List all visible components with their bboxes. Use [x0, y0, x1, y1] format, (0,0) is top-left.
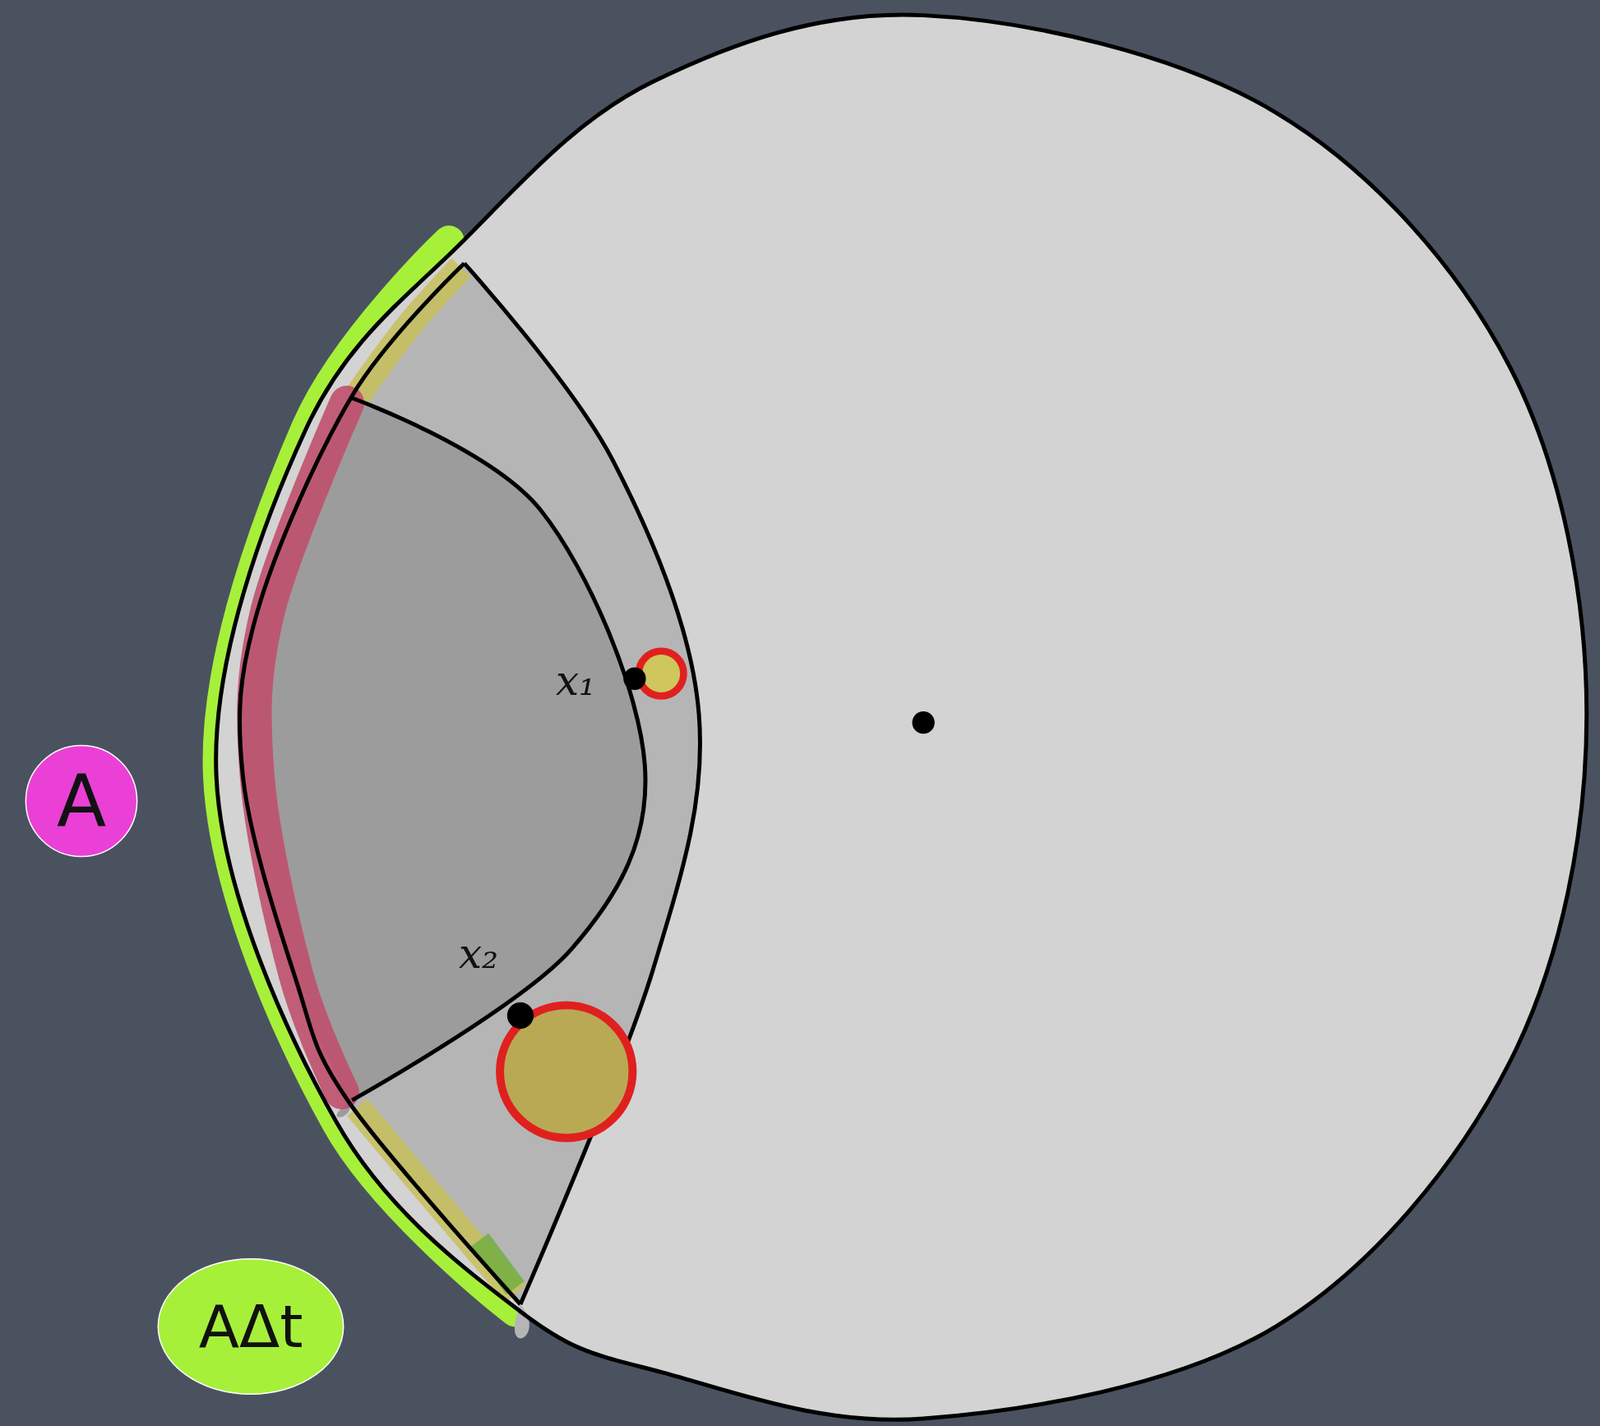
- adt-boundary: [464, 263, 701, 1305]
- olive-tint: [356, 1106, 515, 1294]
- point-label: x₁: [552, 658, 599, 703]
- point-dot: [623, 667, 646, 690]
- point-dot: [507, 1002, 534, 1029]
- region-label: AΔt: [198, 1296, 304, 1356]
- point-label: x₂: [455, 931, 502, 976]
- region-label: A: [56, 764, 107, 837]
- slice-line: [239, 263, 520, 1305]
- region-badge: A: [24, 744, 139, 858]
- spacetime-disk: [216, 14, 1587, 1420]
- light-cone-circle: [638, 651, 685, 697]
- disk-outline: [216, 14, 1587, 1420]
- a-boundary: [351, 397, 646, 1101]
- region-badge: AΔt: [156, 1257, 346, 1396]
- point-dot: [911, 711, 935, 734]
